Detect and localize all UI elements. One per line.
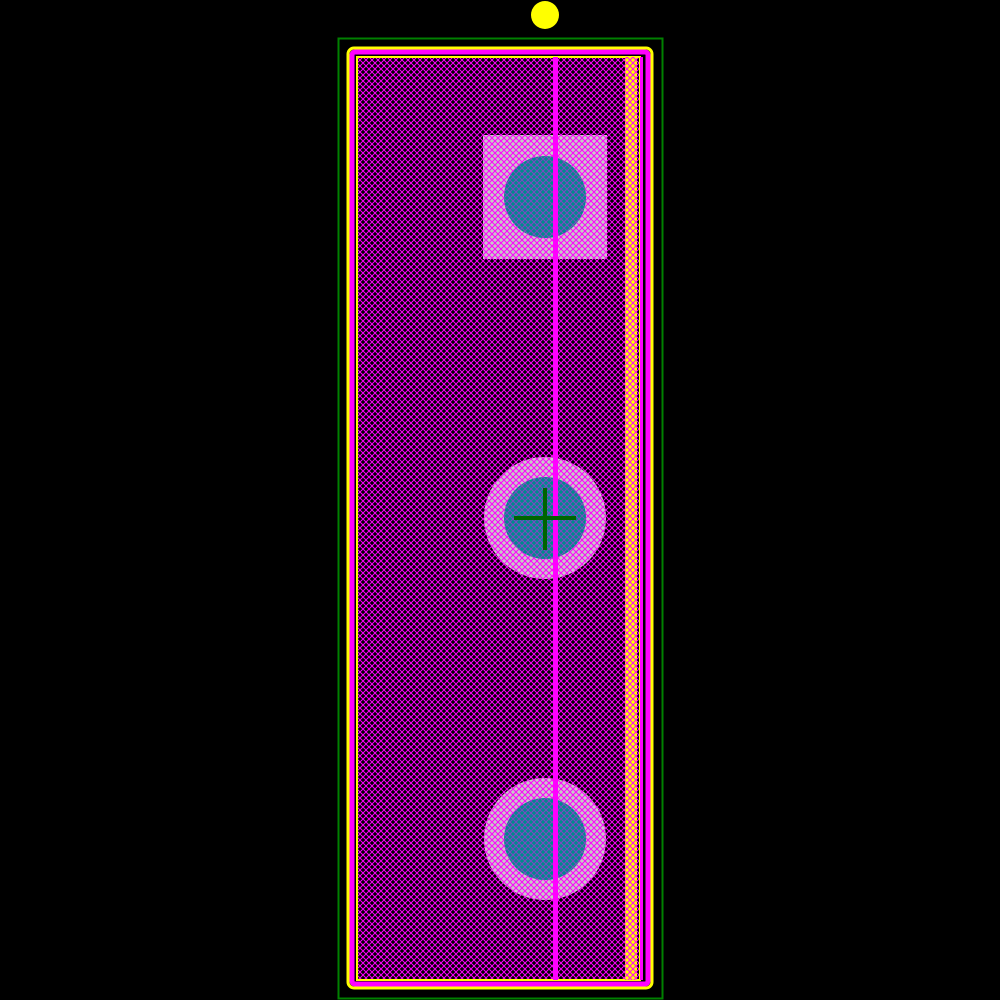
- pad-1[interactable]: [483, 135, 607, 259]
- fab-inner-line: [640, 57, 643, 980]
- silkscreen-outline: [346, 46, 654, 990]
- courtyard-outline: [337, 37, 664, 1000]
- silkscreen-strip: [625, 57, 637, 980]
- pin1-marker-dot: [531, 1, 559, 29]
- anchor-cross-icon: [514, 488, 576, 550]
- fab-outline: [349, 49, 651, 987]
- pad-3[interactable]: [484, 778, 606, 900]
